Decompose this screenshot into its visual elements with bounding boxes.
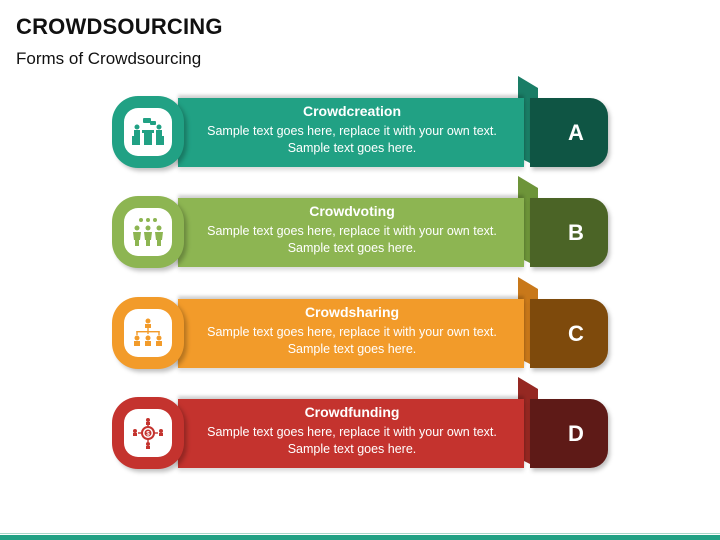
icon-badge xyxy=(112,297,184,369)
ribbon-band xyxy=(178,299,524,368)
letter-tab: C xyxy=(530,299,608,368)
footer-bar xyxy=(0,535,720,540)
letter-label: A xyxy=(568,119,584,145)
row-heading: Crowdsharing xyxy=(304,304,400,320)
letter-label: B xyxy=(568,219,584,245)
hierarchy-icon xyxy=(134,318,162,346)
svg-text:$: $ xyxy=(146,432,150,438)
meeting-icon xyxy=(132,118,164,145)
crowdsourcing-row-c: C Crowdsharing Sample text goes here, re… xyxy=(112,277,612,387)
slide-title: CROWDSOURCING xyxy=(16,14,223,39)
letter-tab: B xyxy=(530,198,608,267)
letter-label: C xyxy=(568,320,584,346)
row-text: Crowdsharing Sample text goes here, repl… xyxy=(196,303,508,358)
row-heading: Crowdcreation xyxy=(302,103,401,119)
crowdsourcing-row-a: A Crowdcreation Sample text goes here, r… xyxy=(112,76,612,186)
slide-subtitle: Forms of Crowdsourcing xyxy=(16,49,202,68)
row-text: Crowdvoting Sample text goes here, repla… xyxy=(196,202,508,257)
letter-label: D xyxy=(568,420,584,446)
row-body: Sample text goes here, replace it with y… xyxy=(207,425,497,456)
row-heading: Crowdvoting xyxy=(309,203,395,219)
icon-badge xyxy=(112,196,184,268)
ribbon-band xyxy=(178,98,524,167)
row-body: Sample text goes here, replace it with y… xyxy=(207,124,497,155)
voting-group-icon xyxy=(133,218,163,246)
funding-network-icon: $ xyxy=(133,418,163,449)
row-body: Sample text goes here, replace it with y… xyxy=(207,325,497,356)
row-text: Crowdfunding Sample text goes here, repl… xyxy=(196,403,508,458)
row-heading: Crowdfunding xyxy=(304,404,400,420)
ribbon-band xyxy=(178,198,524,267)
letter-tab: D xyxy=(530,399,608,468)
row-body: Sample text goes here, replace it with y… xyxy=(207,224,497,255)
ribbon-band xyxy=(178,399,524,468)
icon-badge: $ xyxy=(112,397,184,469)
footer-divider xyxy=(0,533,720,534)
crowdsourcing-row-d: D $ Crowdfunding Sample text goes here, … xyxy=(112,377,612,487)
letter-tab: A xyxy=(530,98,608,167)
row-text: Crowdcreation Sample text goes here, rep… xyxy=(196,102,508,157)
crowdsourcing-row-b: B Crowdvoting Sample text goes here, rep… xyxy=(112,176,612,286)
icon-badge xyxy=(112,96,184,168)
